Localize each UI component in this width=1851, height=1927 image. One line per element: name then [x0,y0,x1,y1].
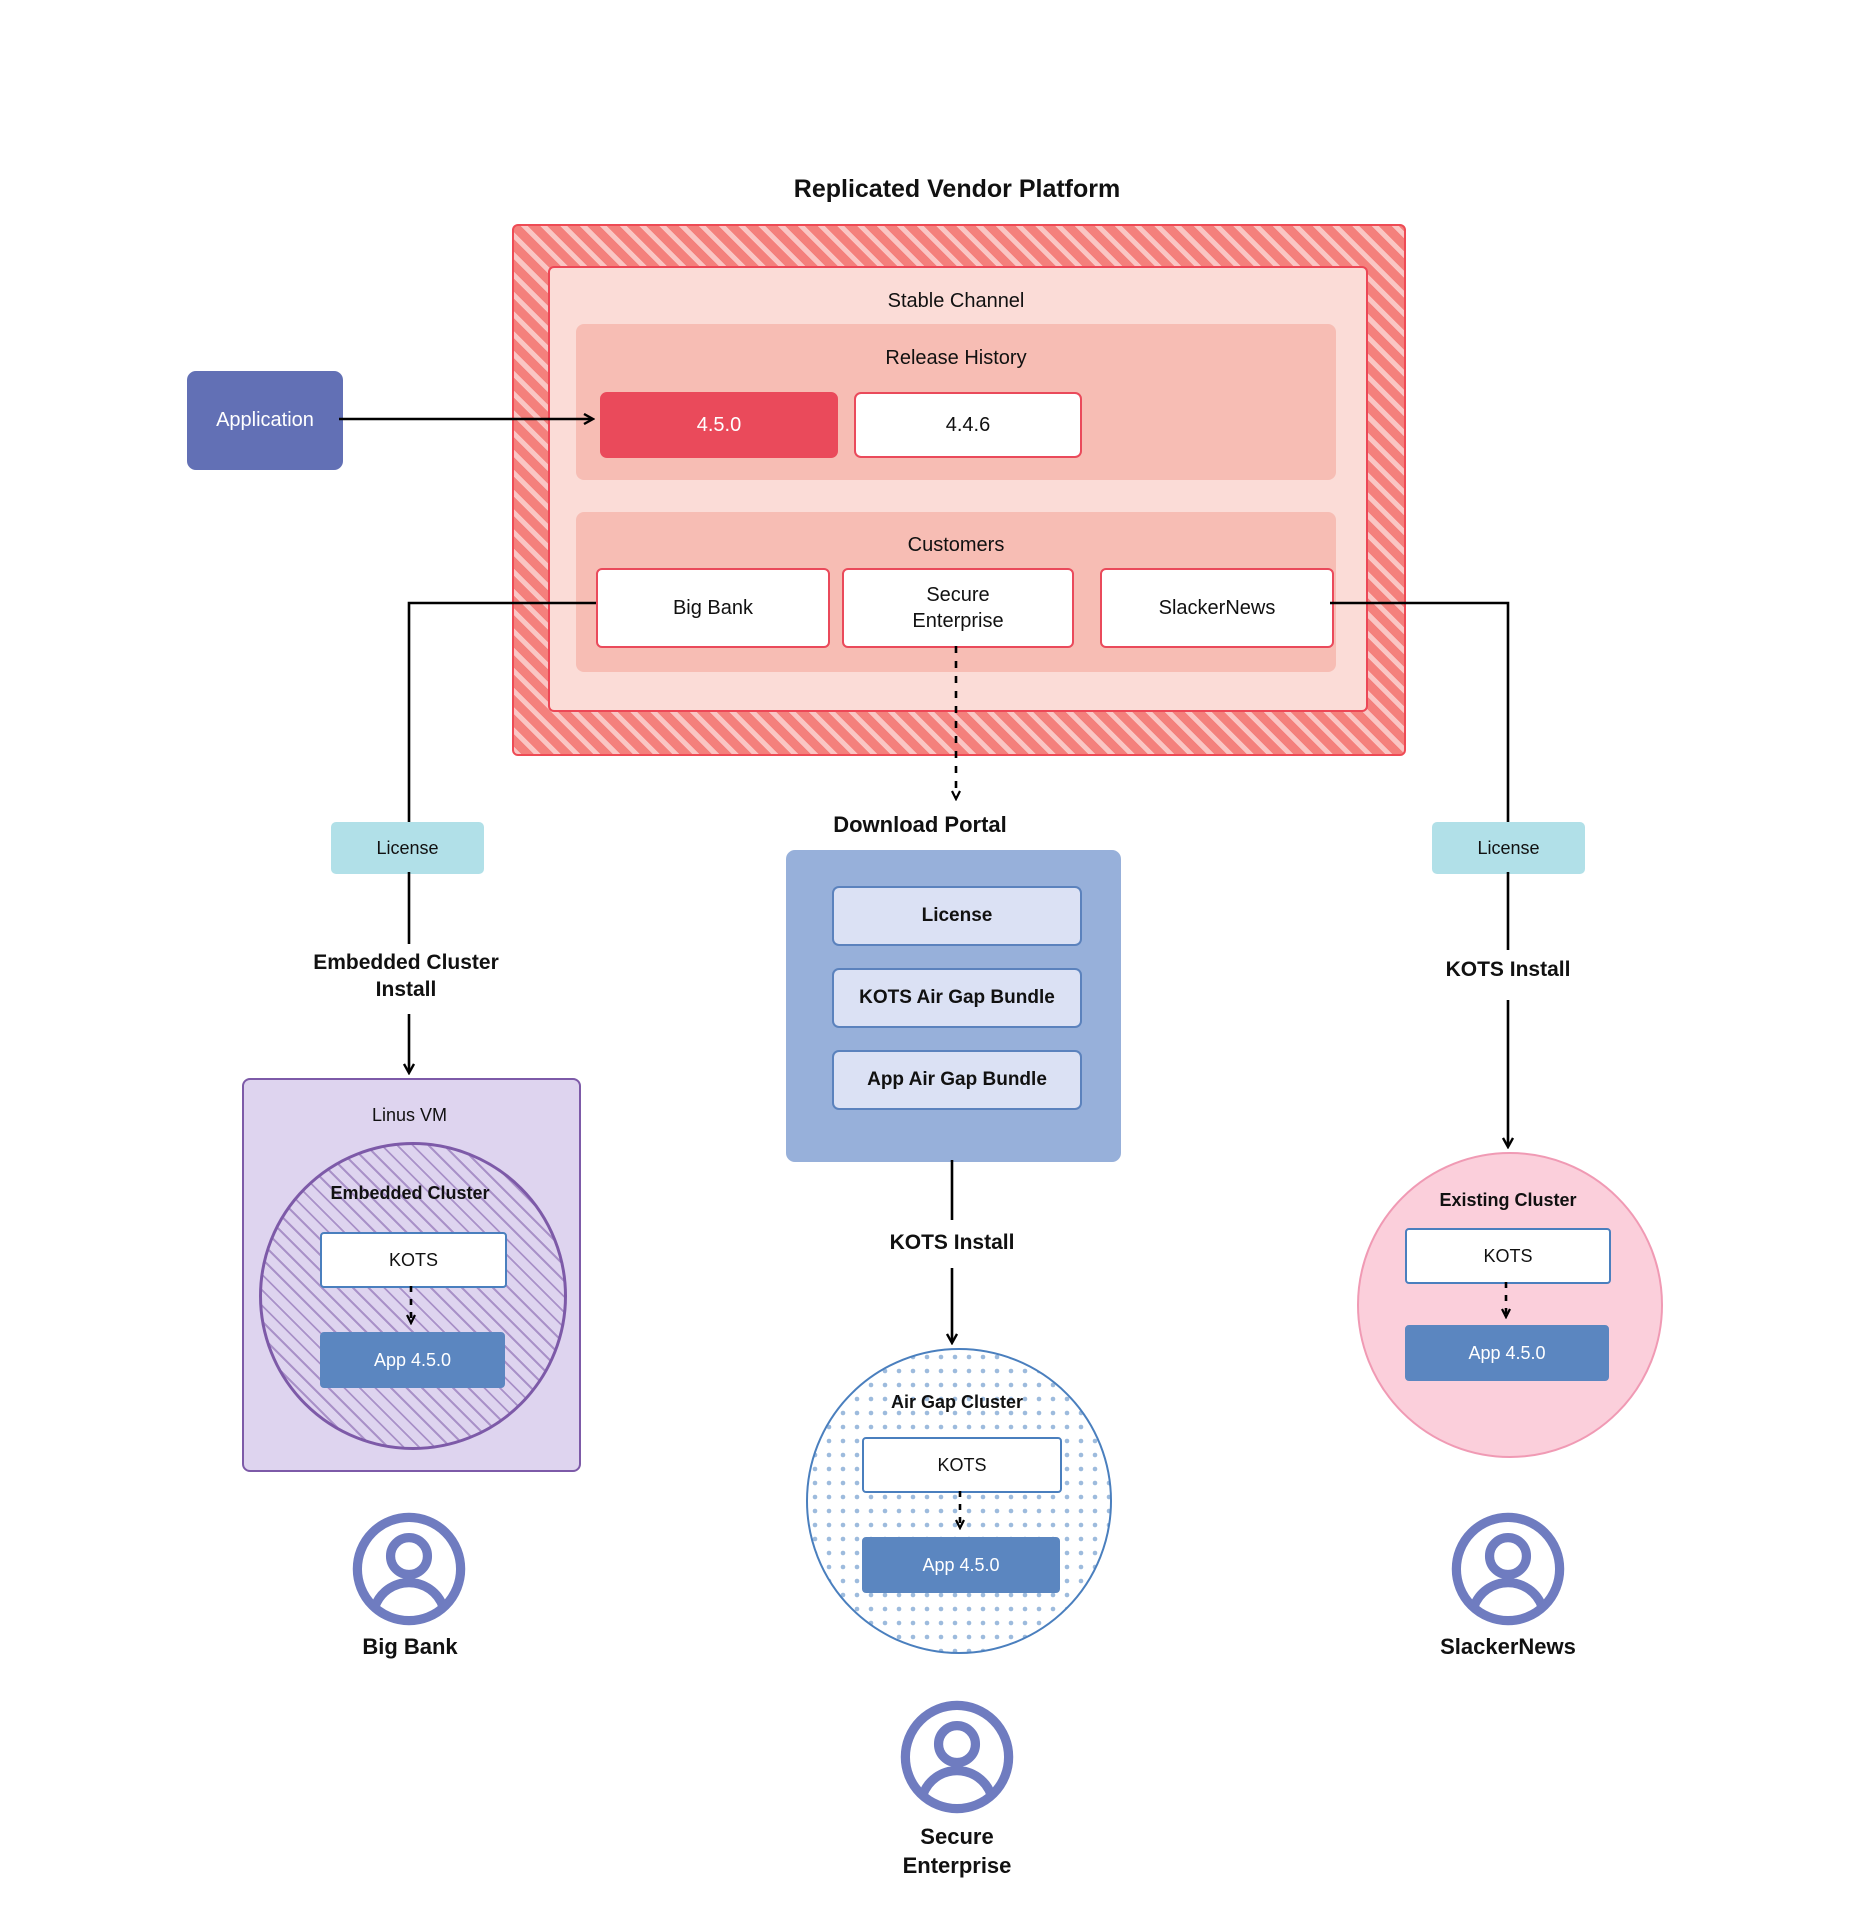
install-label-line1: Embedded Cluster [313,951,499,975]
user-avatar-icon [900,1700,1014,1814]
app-version-box-existing[interactable]: App 4.5.0 [1405,1325,1609,1381]
customer-chip-big-bank[interactable]: Big Bank [596,568,830,648]
license-box-left[interactable]: License [331,822,484,874]
customer-chip-label-line2: Enterprise [912,610,1004,632]
embedded-cluster-title: Embedded Cluster [330,1182,490,1203]
install-label-line2: Install [375,978,437,1001]
install-label-embedded-cluster: Embedded Cluster Install [276,948,536,1006]
portal-artifact-label: App Air Gap Bundle [867,1069,1047,1090]
existing-cluster-title: Existing Cluster [1439,1189,1577,1210]
release-item-4.4.6[interactable]: 4.4.6 [854,392,1082,458]
application-label: Application [216,409,314,431]
kots-label: KOTS [388,1249,438,1270]
customers-title: Customers [907,533,1005,556]
embedded-cluster-circle [259,1142,567,1450]
release-version-label: 4.4.6 [945,413,991,436]
existing-cluster-circle [1357,1152,1663,1458]
customer-chip-slackernews[interactable]: SlackerNews [1100,568,1334,648]
customer-chip-label: SlackerNews [1158,596,1276,619]
customer-chip-secure-enterprise[interactable]: Secure Enterprise [842,568,1074,648]
customer-chip-label-line1: Secure [926,583,990,606]
portal-artifact-label: License [921,905,993,926]
user-avatar-icon [352,1512,466,1626]
air-gap-cluster-circle [806,1348,1112,1654]
portal-artifact-label: KOTS Air Gap Bundle [859,987,1055,1008]
customer-chip-label: Secure Enterprise [912,582,1003,635]
customer-chip-label: Big Bank [672,596,754,619]
portal-artifact-kots-air-gap-bundle[interactable]: KOTS Air Gap Bundle [832,968,1082,1028]
kots-box-existing[interactable]: KOTS [1405,1228,1611,1284]
release-history-title: Release History [885,346,1027,369]
application-box[interactable]: Application [187,371,343,470]
release-item-4.5.0[interactable]: 4.5.0 [600,392,838,458]
release-version-label: 4.5.0 [696,413,742,436]
download-portal-title: Download Portal [833,812,1007,837]
stable-channel-title: Stable Channel [887,289,1025,312]
user-avatar-icon [1451,1512,1565,1626]
kots-box-airgap[interactable]: KOTS [862,1437,1062,1493]
app-version-label: App 4.5.0 [1468,1342,1546,1363]
app-version-box-embedded[interactable]: App 4.5.0 [320,1332,505,1388]
customer-name-slackernews: SlackerNews [1440,1634,1576,1659]
linus-vm-title: Linus VM [371,1104,448,1125]
kots-label: KOTS [937,1454,987,1475]
install-label-right: KOTS Install [1445,958,1571,981]
portal-artifact-license[interactable]: License [832,886,1082,946]
app-version-label: App 4.5.0 [922,1554,1000,1575]
install-label-center: KOTS Install [889,1231,1015,1254]
customer-name-big-bank: Big Bank [362,1634,458,1659]
app-version-box-airgap[interactable]: App 4.5.0 [862,1537,1060,1593]
air-gap-cluster-title: Air Gap Cluster [890,1391,1024,1412]
license-label: License [376,837,439,858]
license-label: License [1477,837,1540,858]
customer-name-line2: Enterprise [902,1853,1012,1878]
customer-name-secure-enterprise: Secure Enterprise [827,1820,1087,1884]
kots-box-embedded[interactable]: KOTS [320,1232,507,1288]
customer-name-line1: Secure [920,1824,994,1850]
license-box-right[interactable]: License [1432,822,1585,874]
kots-label: KOTS [1483,1245,1533,1266]
portal-artifact-app-air-gap-bundle[interactable]: App Air Gap Bundle [832,1050,1082,1110]
app-version-label: App 4.5.0 [373,1349,452,1370]
page-title: Replicated Vendor Platform [793,174,1121,203]
